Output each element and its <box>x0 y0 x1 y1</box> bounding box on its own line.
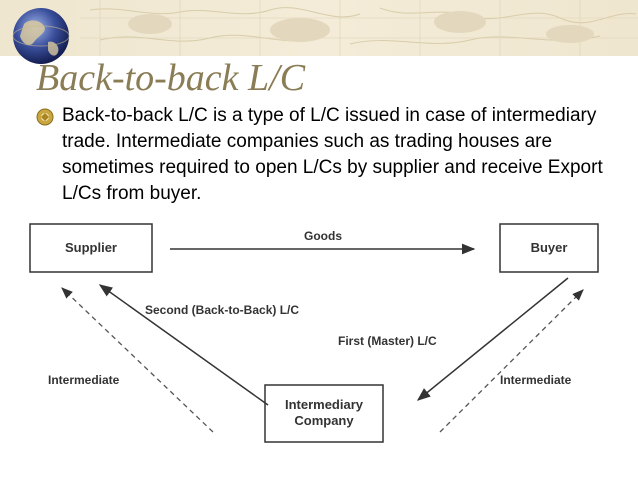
first-lc-label: First (Master) L/C <box>338 334 437 348</box>
globe-icon <box>12 8 70 64</box>
intermediate-right-arrow <box>439 289 584 433</box>
intermediate-left-arrow <box>61 287 214 433</box>
intermediary-label-line1: Intermediary <box>285 397 364 412</box>
bullet-icon <box>36 108 54 126</box>
world-map-texture <box>80 0 638 56</box>
buyer-box <box>499 223 599 273</box>
bullet-text: Back-to-back L/C is a type of L/C issued… <box>62 105 603 204</box>
intermediary-label-line2: Company <box>294 413 354 428</box>
second-lc-arrow <box>98 284 269 406</box>
header-banner <box>0 0 638 56</box>
supplier-box <box>29 223 153 273</box>
buyer-label: Buyer <box>531 240 568 255</box>
slide-title: Back-to-back L/C <box>36 57 306 99</box>
second-lc-label: Second (Back-to-Back) L/C <box>145 303 299 317</box>
first-lc-arrow <box>416 277 569 401</box>
goods-label: Goods <box>304 229 342 243</box>
supplier-label: Supplier <box>65 240 117 255</box>
intermediate-left-label: Intermediate <box>48 373 120 387</box>
intermediary-box <box>264 384 384 443</box>
intermediate-right-label: Intermediate <box>500 373 572 387</box>
lc-flow-diagram: Supplier Buyer Intermediary Company Good… <box>29 223 599 443</box>
